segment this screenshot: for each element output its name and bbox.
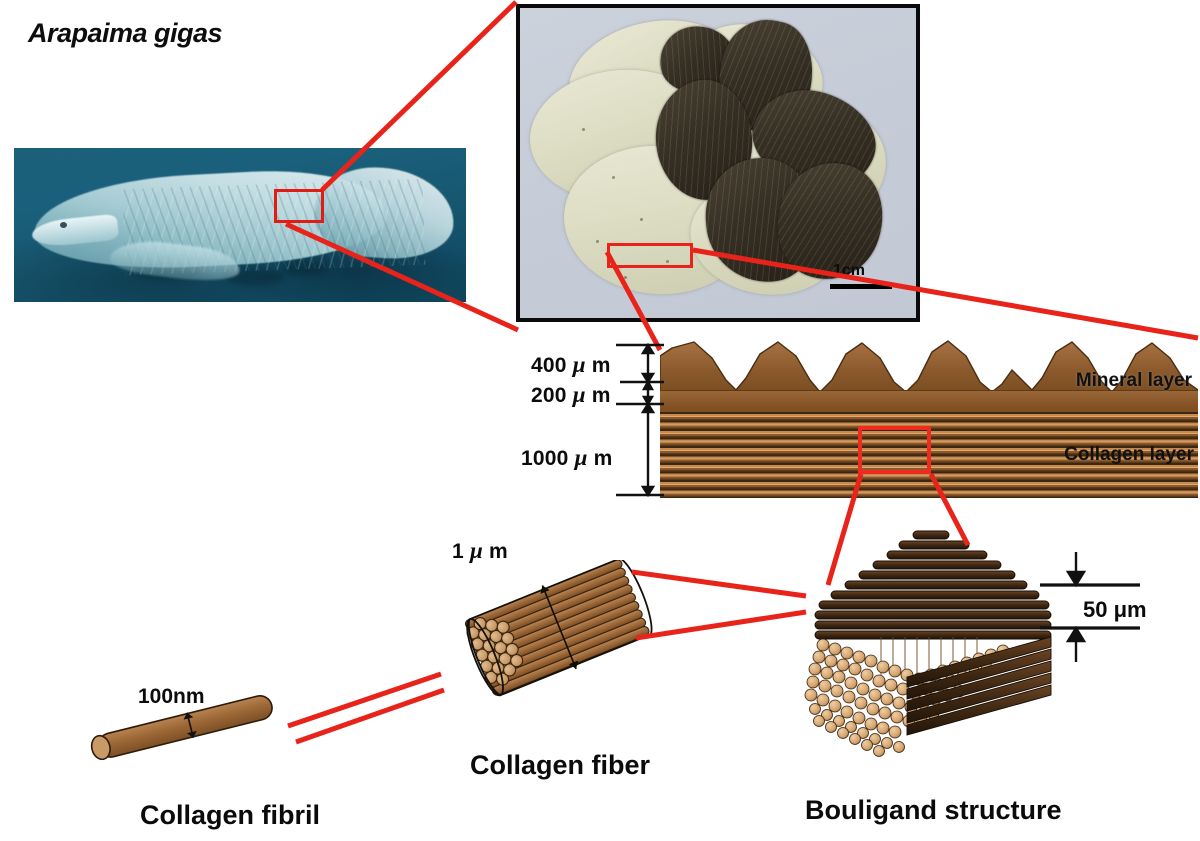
collagen-fiber-illustration: [464, 560, 653, 697]
fiber-diameter-value: 1: [452, 540, 464, 563]
bouligand-thickness-label: 50 μm: [1083, 597, 1147, 622]
dimension-400-unit: m: [591, 354, 611, 377]
scale-cross-section-roi-box: [607, 243, 693, 268]
collagen-layer-label: Collagen layer: [1064, 444, 1194, 465]
mineral-layer-solid-band: [660, 390, 1198, 413]
dimension-400-mu: μ: [572, 352, 586, 377]
mineral-layer-peaks: [660, 340, 1198, 394]
fiber-diameter-unit: m: [488, 540, 508, 563]
dimension-1000-unit: m: [593, 447, 613, 470]
dimension-1000-micron: 1000 μ m: [521, 445, 613, 471]
dimension-1000-value: 1000: [521, 447, 569, 470]
dimension-400-micron: 400 μ m: [531, 352, 611, 378]
collagen-fibril-illustration: [90, 695, 273, 760]
fiber-diameter-label: 1 μ m: [452, 538, 508, 564]
dimension-200-value: 200: [531, 384, 567, 407]
collagen-fiber-caption: Collagen fiber: [470, 750, 651, 780]
mineral-layer-label: Mineral layer: [1075, 370, 1192, 391]
scalebar-label: 1cm: [833, 262, 866, 279]
dimension-200-unit: m: [591, 384, 611, 407]
bouligand-structure-illustration: [804, 530, 1052, 757]
dimension-1000-mu: μ: [574, 445, 588, 470]
collagen-fibril-caption: Collagen fibril: [140, 800, 321, 830]
fibril-diameter-label: 100nm: [138, 685, 205, 708]
fish-scale-roi-box: [274, 189, 324, 223]
dimension-200-micron: 200 μ m: [531, 382, 611, 408]
bouligand-roi-box: [858, 426, 931, 474]
arapaima-gigas-photo: [14, 148, 466, 302]
bouligand-structure-caption: Bouligand structure: [805, 795, 1062, 825]
dimension-400-value: 400: [531, 354, 567, 377]
dimension-200-mu: μ: [572, 382, 586, 407]
fiber-diameter-mu: μ: [469, 538, 483, 563]
scale-cross-section-schematic: Mineral layer Collagen layer: [660, 340, 1198, 498]
page-title: Arapaima gigas: [28, 18, 223, 48]
scalebar-line: [830, 284, 892, 289]
